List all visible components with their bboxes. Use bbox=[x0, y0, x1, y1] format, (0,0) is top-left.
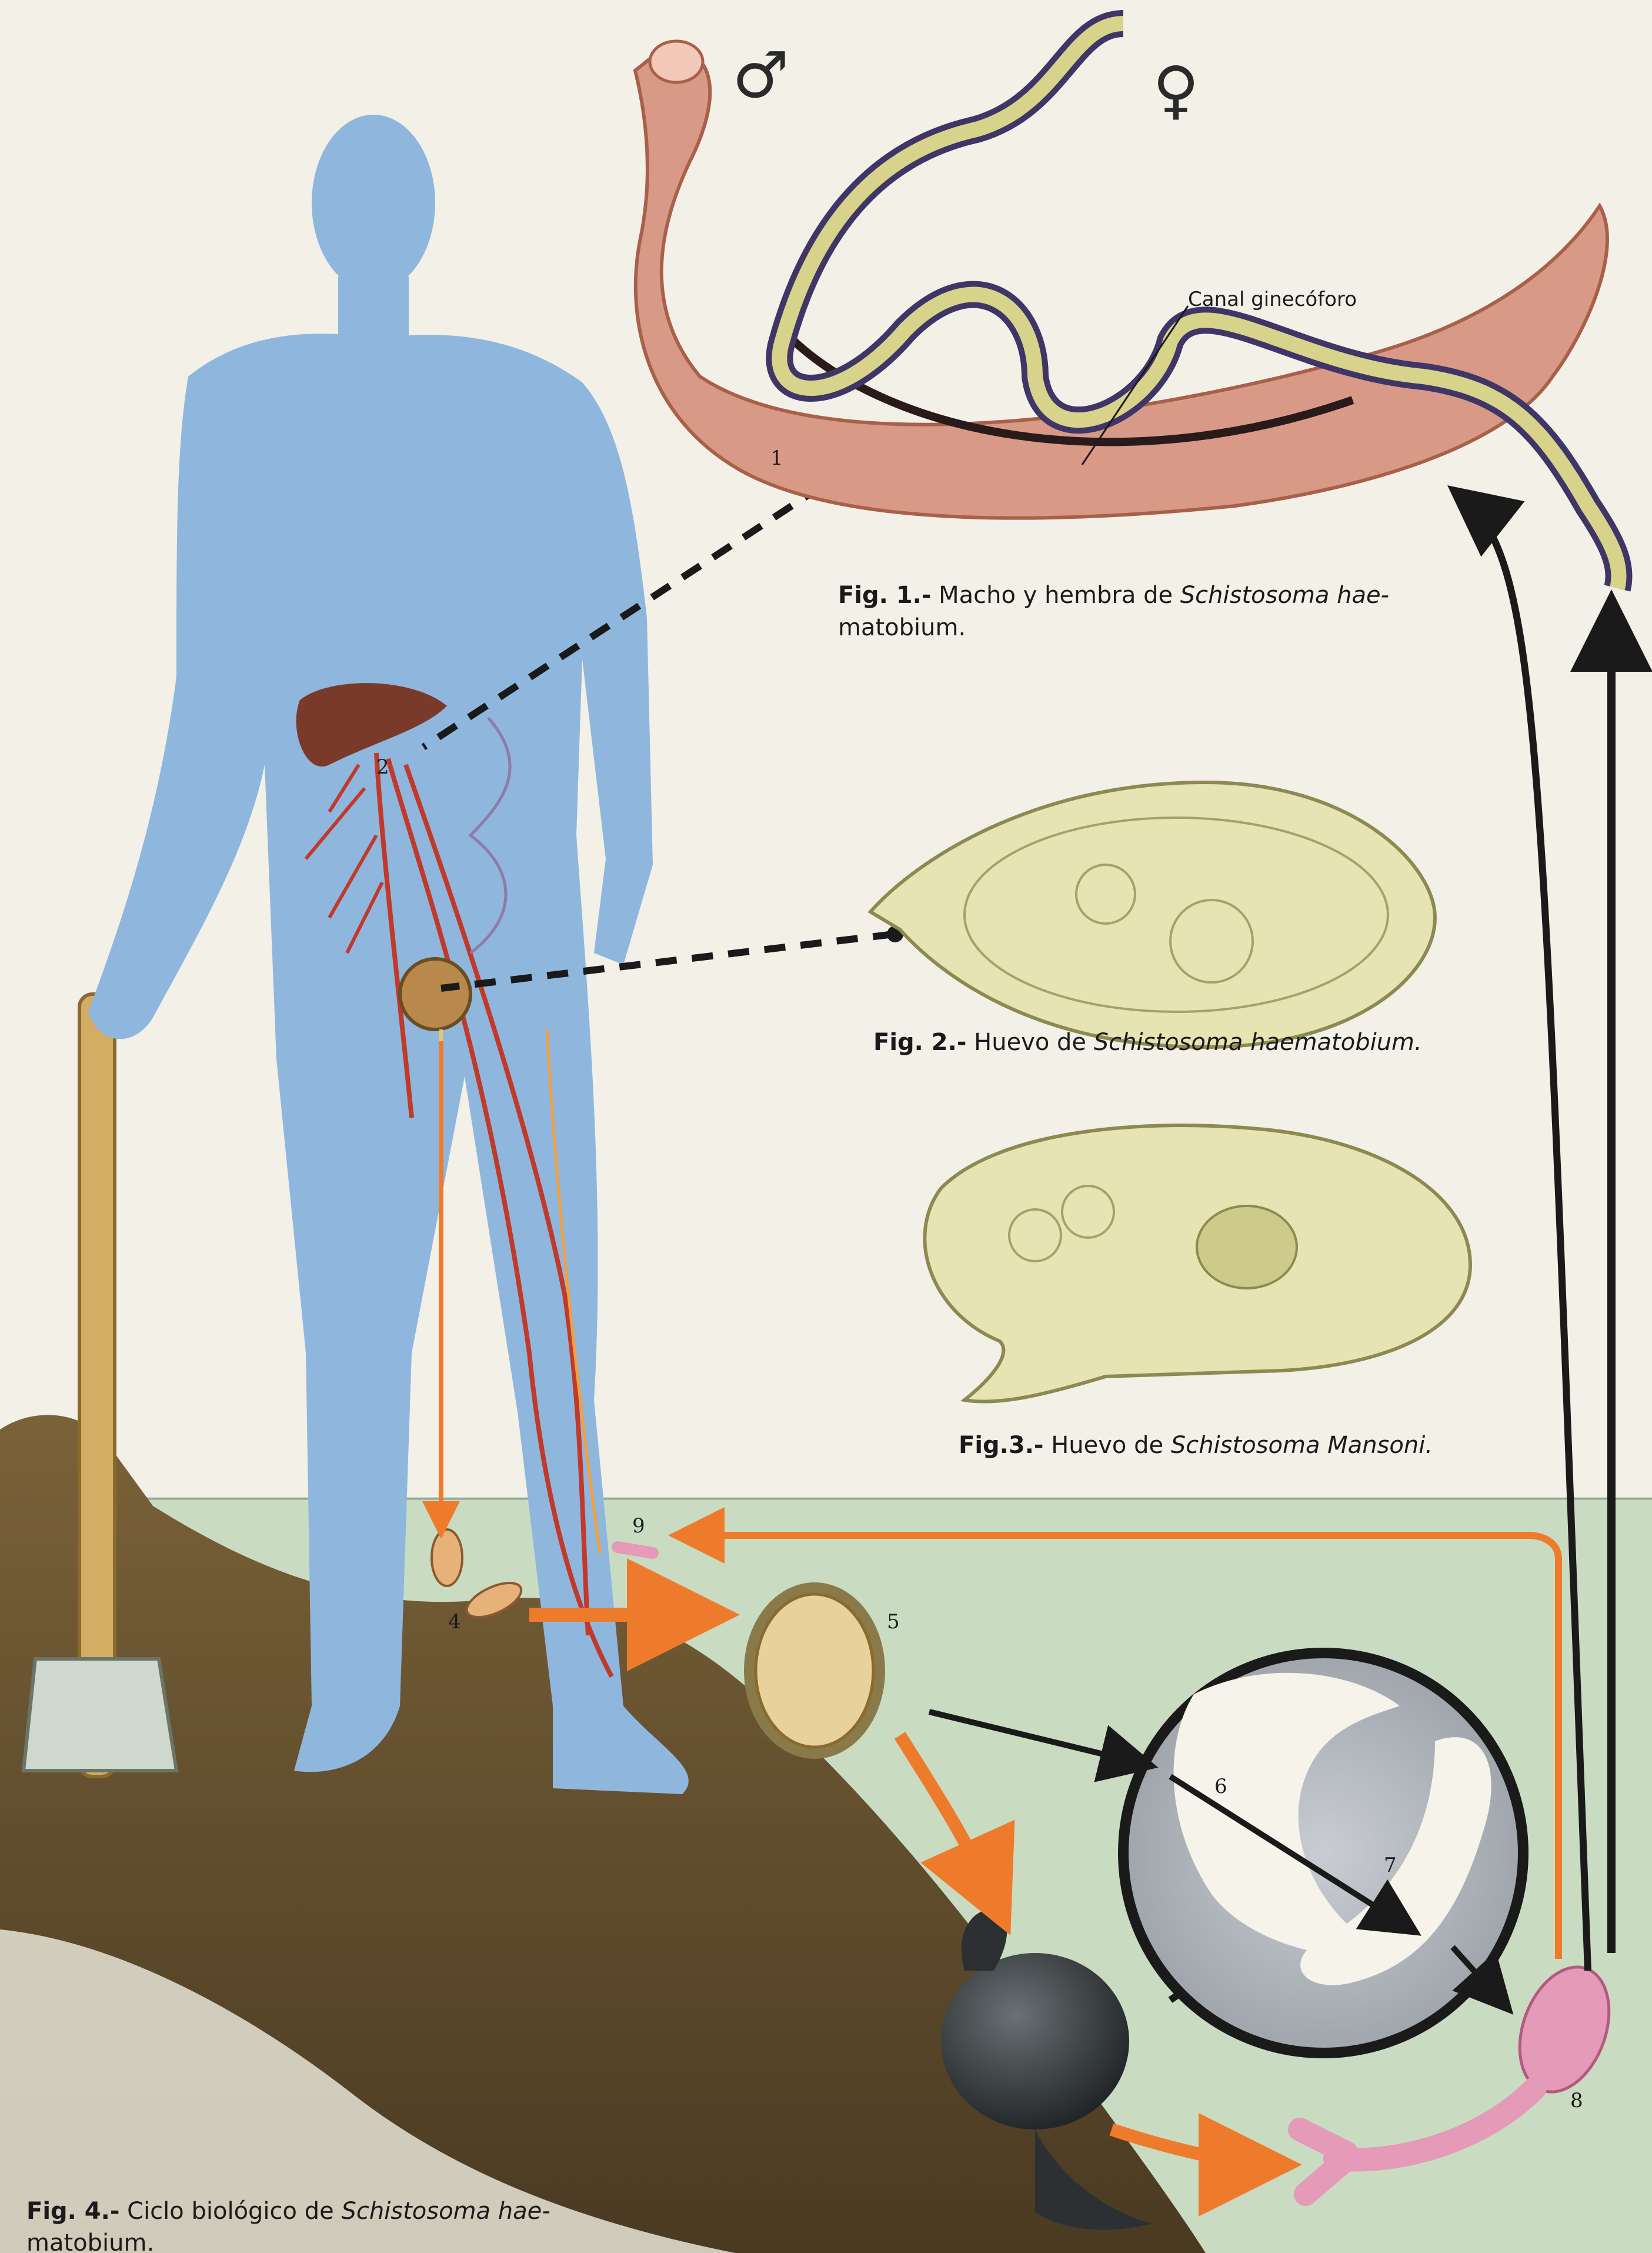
fig2-number: Fig. 2.- bbox=[873, 1029, 966, 1056]
fig1-number: Fig. 1.- bbox=[838, 582, 931, 609]
egg-s-haematobium bbox=[870, 782, 1435, 1047]
female-symbol: ♀ bbox=[1153, 54, 1199, 127]
label-2: 2 bbox=[376, 755, 389, 779]
fig2-caption: Fig. 2.- Huevo de Schistosoma haematobiu… bbox=[873, 1029, 1422, 1056]
label-9: 9 bbox=[632, 1514, 645, 1538]
fig1-text: Macho y hembra de bbox=[931, 582, 1180, 609]
fig2-text: Huevo de bbox=[966, 1029, 1093, 1056]
fig3-number: Fig.3.- bbox=[959, 1432, 1044, 1459]
cercaria-penetrating-9 bbox=[618, 1547, 653, 1553]
label-8: 8 bbox=[1570, 2089, 1583, 2112]
fig2-species: Schistosoma haematobium. bbox=[1094, 1029, 1422, 1056]
fig4-number: Fig. 4.- bbox=[26, 2198, 119, 2225]
fig3-caption: Fig.3.- Huevo de Schistosoma Mansoni. bbox=[959, 1432, 1433, 1459]
label-1: 1 bbox=[770, 446, 783, 470]
fig1-caption-line1: Fig. 1.- Macho y hembra de Schistosoma h… bbox=[838, 582, 1389, 609]
label-5: 5 bbox=[887, 1610, 900, 1634]
fig4-caption-line2: matobium. bbox=[26, 2229, 154, 2253]
hoe-tool bbox=[24, 994, 176, 1777]
canal-ginecoforo-label: Canal ginecóforo bbox=[1188, 288, 1357, 311]
fig3-text: Huevo de bbox=[1044, 1432, 1171, 1459]
label-4: 4 bbox=[448, 1610, 461, 1634]
miracidium-5 bbox=[744, 1582, 885, 1759]
fig4-caption-line1: Fig. 4.- Ciclo biológico de Schistosoma … bbox=[26, 2198, 550, 2225]
fig4-species-a: Schistosoma hae- bbox=[341, 2198, 550, 2225]
microscope-lens-6-7 bbox=[1123, 1653, 1523, 2053]
fig4-text: Ciclo biológico de bbox=[119, 2198, 341, 2225]
label-7: 7 bbox=[1384, 1854, 1397, 1877]
label-6: 6 bbox=[1214, 1775, 1227, 1798]
egg-s-mansoni bbox=[925, 1125, 1470, 1402]
male-symbol: ♂ bbox=[732, 39, 789, 112]
fig3-species: Schistosoma Mansoni. bbox=[1171, 1432, 1433, 1459]
fig1-caption-line2: matobium. bbox=[838, 614, 966, 641]
fig1-species-a: Schistosoma hae- bbox=[1180, 582, 1389, 609]
